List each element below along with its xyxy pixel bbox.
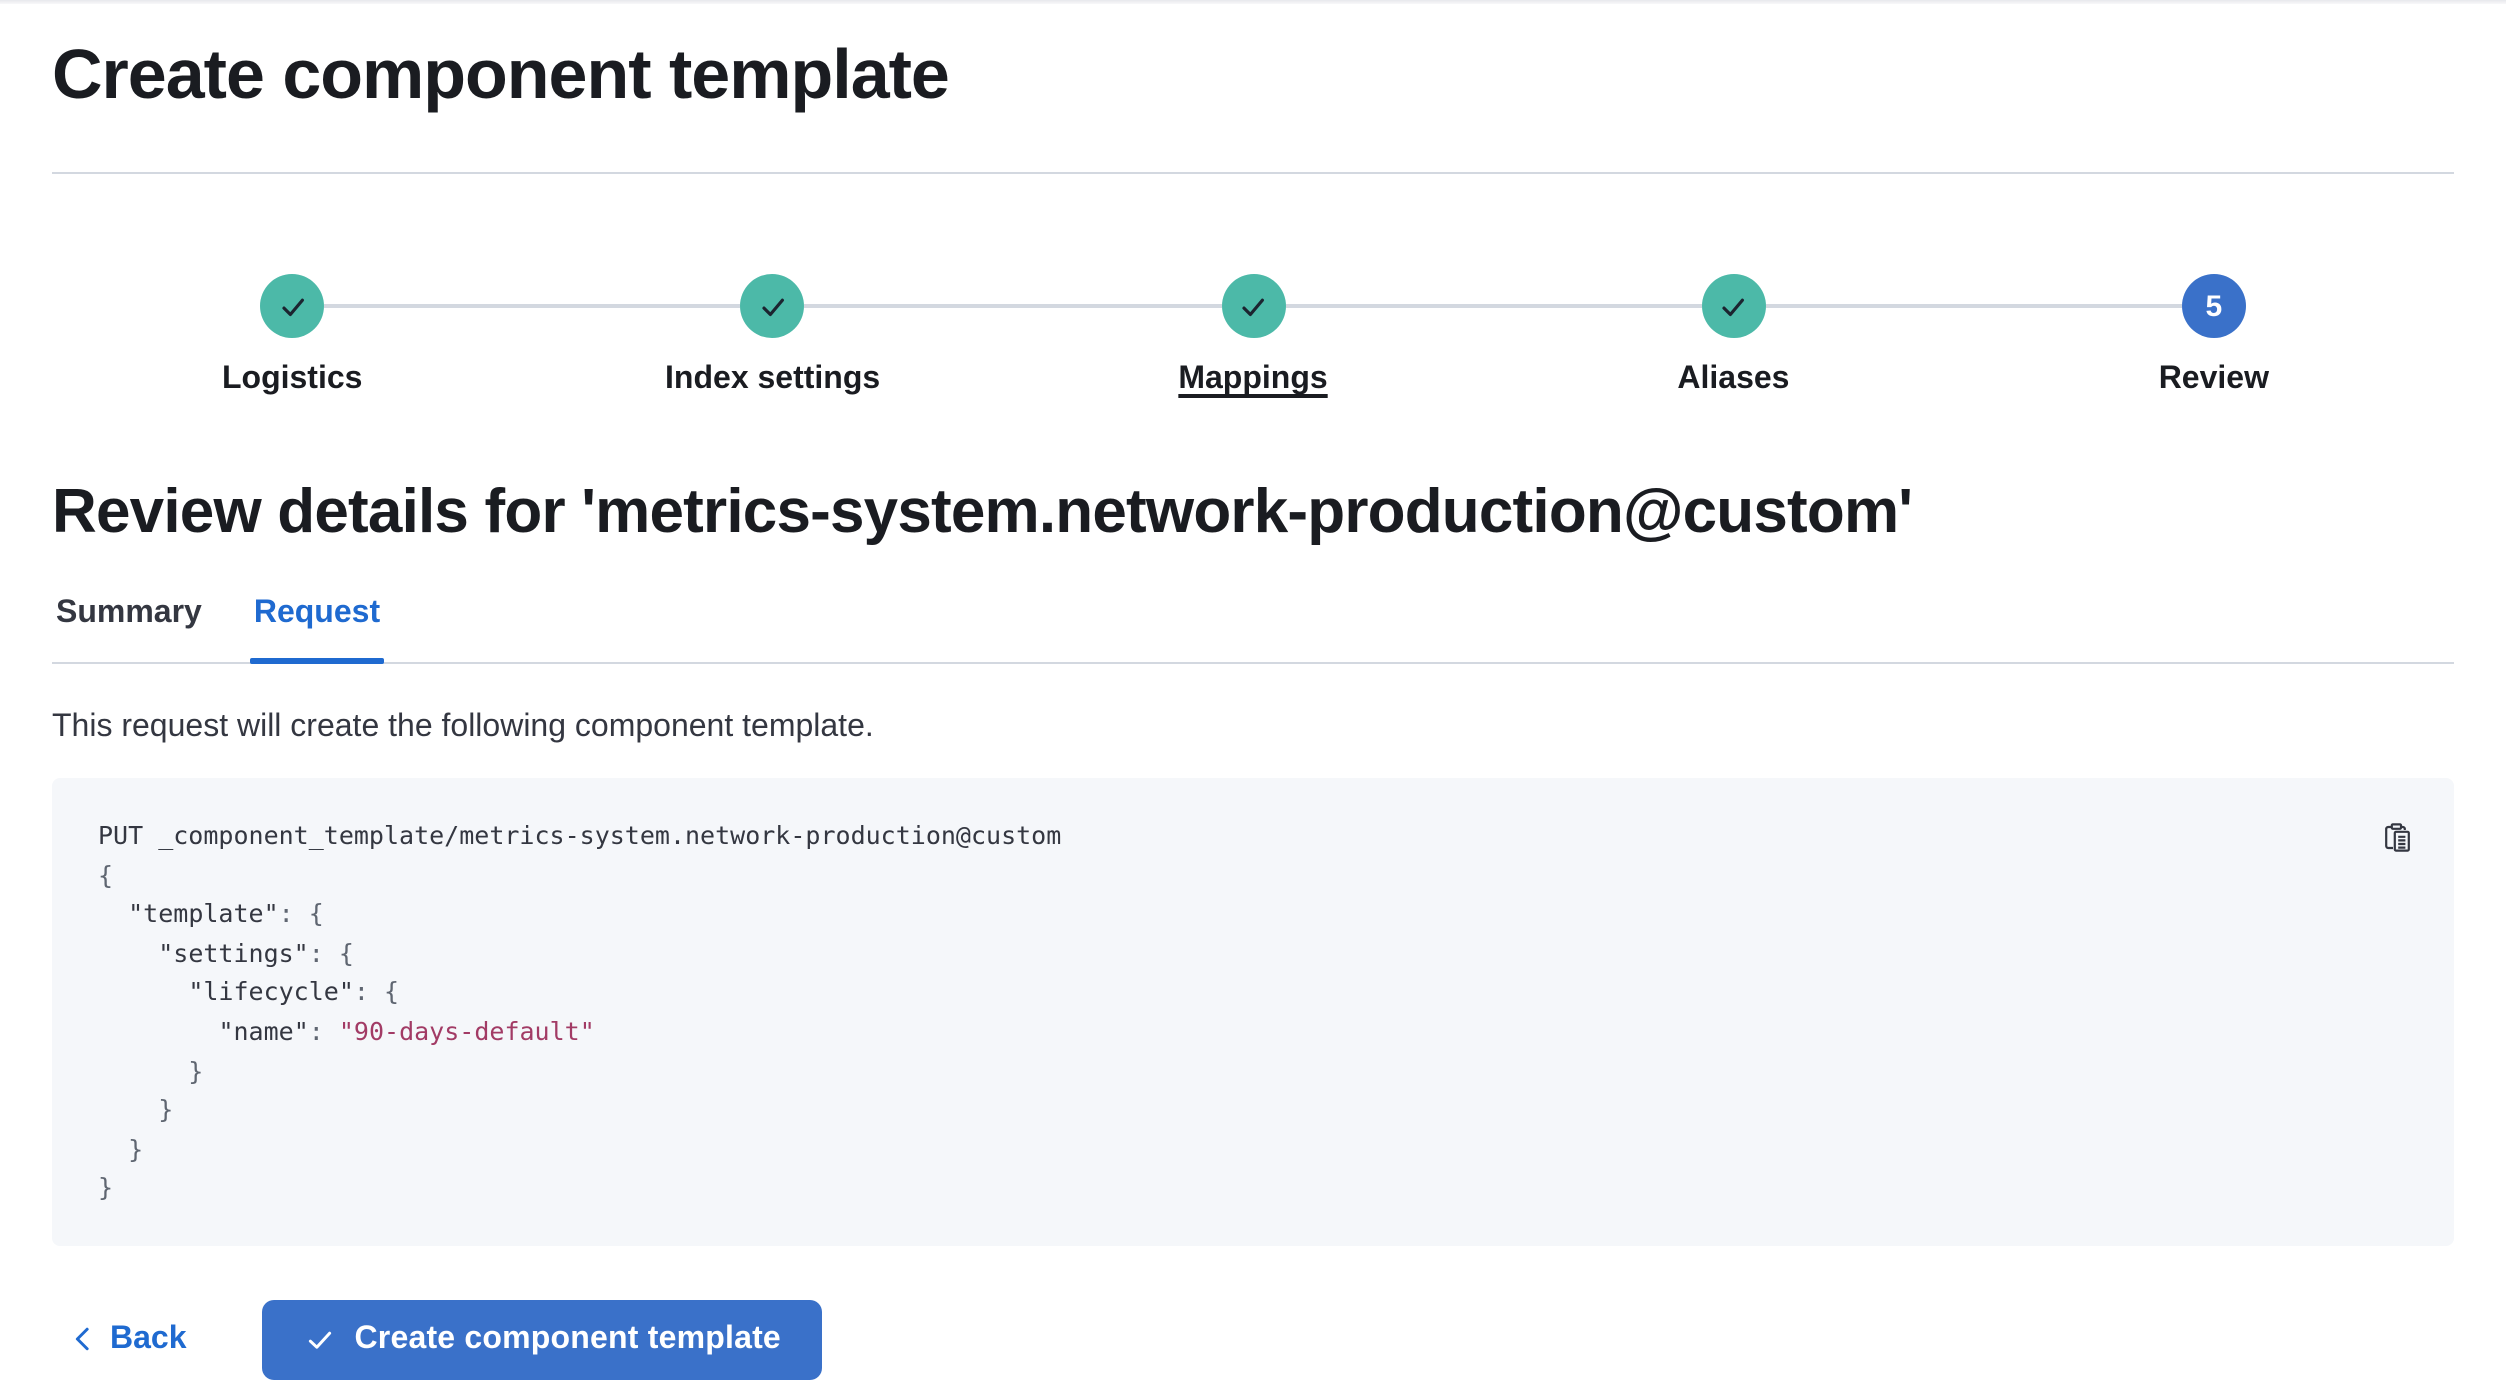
step-label-index-settings[interactable]: Index settings [665,362,881,396]
step-number: 5 [2205,289,2223,323]
code-line: { [98,859,114,890]
window-top-edge [0,0,2506,4]
stepper-step-mappings[interactable]: Mappings [1012,274,1494,404]
tab-bar: Summary Request [52,592,2454,664]
step-label-aliases[interactable]: Aliases [1677,362,1790,396]
stepper-step-review: 5 Review [1973,274,2454,404]
code-line: "template": { [128,898,324,929]
step-track [1012,274,1494,338]
footer-actions: Back Create component template [52,1299,2454,1400]
step-current-indicator: 5 [2181,274,2246,338]
tab-summary[interactable]: Summary [52,592,206,662]
create-button-label: Create component template [354,1321,781,1356]
check-icon [762,297,784,316]
back-label: Back [110,1321,187,1356]
check-icon [281,297,304,316]
check-icon [1722,297,1745,316]
code-content: PUT _component_template/metrics-system.n… [98,816,2342,1208]
step-track [532,274,1013,338]
code-block: PUT _component_template/metrics-system.n… [52,778,2454,1246]
check-icon [1242,297,1264,316]
stepper-step-logistics[interactable]: Logistics [52,274,533,404]
step-track: 5 [1973,274,2454,338]
create-component-template-page: Create component template Logistics [0,4,2506,1400]
code-line: } [98,1172,114,1203]
step-complete-indicator[interactable] [740,274,805,338]
step-label-review: Review [2158,362,2269,396]
step-complete-indicator[interactable] [260,274,325,338]
back-button[interactable]: Back [52,1322,203,1358]
review-heading: Review details for 'metrics-system.netwo… [52,476,1913,546]
copy-button[interactable] [2378,818,2418,858]
code-line: "settings": { [158,937,354,968]
tab-request[interactable]: Request [249,592,385,664]
step-complete-indicator[interactable] [1701,274,1766,338]
step-track [52,274,533,338]
step-label-mappings[interactable]: Mappings [1178,362,1328,396]
chevron-left-icon [75,1328,89,1352]
code-line: "name": "90-days-default" [218,1015,595,1046]
check-icon [309,1331,332,1349]
stepper: Logistics Index settings M [52,274,2454,404]
code-line: } [98,1094,174,1125]
copy-clipboard-icon [2385,823,2410,852]
create-component-template-button[interactable]: Create component template [262,1299,823,1380]
code-line: } [98,1133,144,1164]
step-label-logistics[interactable]: Logistics [221,362,363,396]
stepper-step-index-settings[interactable]: Index settings [532,274,1013,404]
page-title: Create component template [52,36,950,114]
header-divider [52,172,2454,174]
stepper-step-aliases[interactable]: Aliases [1493,274,1974,404]
request-description: This request will create the following c… [52,710,874,744]
code-line: "lifecycle": { [188,976,400,1007]
step-track [1493,274,1974,338]
code-line: } [98,1055,204,1086]
step-complete-indicator[interactable] [1221,274,1286,338]
code-line: PUT _component_template/metrics-system.n… [98,820,1062,850]
